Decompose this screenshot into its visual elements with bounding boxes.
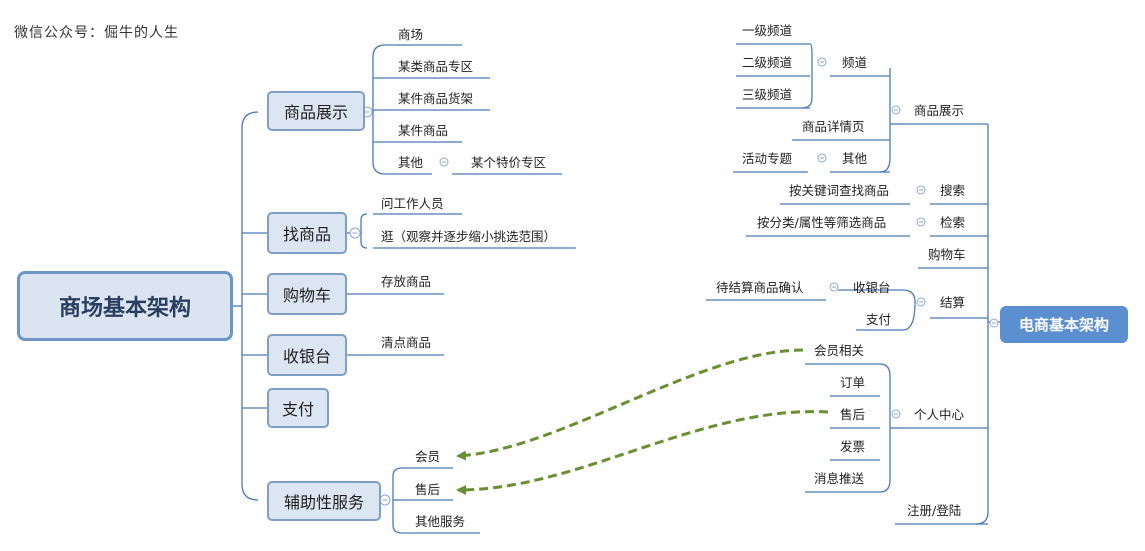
- leaf-other-services[interactable]: 其他服务: [415, 514, 466, 529]
- ec-leaf-after-sales[interactable]: 售后: [840, 407, 866, 422]
- leaf-category-zone[interactable]: 某类商品专区: [398, 59, 474, 74]
- ec-leaf-channel[interactable]: 频道: [842, 55, 868, 70]
- node-aux-services[interactable]: 辅助性服务: [267, 481, 381, 521]
- ec-leaf-pay[interactable]: 支付: [866, 312, 892, 327]
- leaf-mall[interactable]: 商场: [398, 27, 424, 42]
- ec-leaf-attribute-filter[interactable]: 按分类/属性等筛选商品: [757, 215, 887, 230]
- leaf-browse[interactable]: 逛（观察并逐步缩小挑选范围）: [381, 229, 557, 244]
- leaf-other[interactable]: 其他: [398, 155, 424, 170]
- ec-leaf-channel-level1[interactable]: 一级频道: [742, 23, 793, 38]
- ec-node-search[interactable]: 搜索: [940, 183, 966, 198]
- ec-leaf-channel-level2[interactable]: 二级频道: [742, 55, 793, 70]
- node-cart[interactable]: 购物车: [267, 273, 347, 315]
- leaf-after-sales[interactable]: 售后: [415, 482, 441, 497]
- leaf-single-product[interactable]: 某件商品: [398, 123, 449, 138]
- ec-node-personal-center[interactable]: 个人中心: [914, 407, 965, 422]
- root-node-mall[interactable]: 商场基本架构: [17, 271, 233, 341]
- ec-leaf-orders[interactable]: 订单: [840, 375, 866, 390]
- ec-leaf-campaign[interactable]: 活动专题: [742, 151, 793, 166]
- node-payment[interactable]: 支付: [267, 388, 329, 428]
- ec-leaf-other[interactable]: 其他: [842, 151, 868, 166]
- ec-leaf-product-detail[interactable]: 商品详情页: [802, 119, 865, 134]
- leaf-product-shelf[interactable]: 某件商品货架: [398, 91, 474, 106]
- leaf-ask-staff[interactable]: 问工作人员: [381, 196, 444, 211]
- watermark-text: 微信公众号：倔牛的人生: [14, 25, 179, 41]
- ec-leaf-member[interactable]: 会员相关: [814, 343, 865, 358]
- ec-node-checkout[interactable]: 结算: [940, 295, 966, 310]
- ec-leaf-confirm-items[interactable]: 待结算商品确认: [716, 280, 804, 295]
- node-find-product[interactable]: 找商品: [267, 212, 347, 254]
- ec-leaf-cashier[interactable]: 收银台: [853, 280, 891, 295]
- ec-leaf-notifications[interactable]: 消息推送: [814, 471, 865, 486]
- ec-leaf-keyword-search[interactable]: 按关键词查找商品: [789, 183, 890, 198]
- leaf-membership[interactable]: 会员: [415, 449, 441, 464]
- ec-node-product-display[interactable]: 商品展示: [914, 103, 965, 118]
- ec-leaf-channel-level3[interactable]: 三级频道: [742, 87, 793, 102]
- leaf-count-goods[interactable]: 清点商品: [381, 335, 432, 350]
- node-product-display[interactable]: 商品展示: [267, 91, 365, 131]
- ec-node-cart[interactable]: 购物车: [928, 247, 966, 262]
- ec-node-filter[interactable]: 检索: [940, 215, 966, 230]
- root-node-ecommerce[interactable]: 电商基本架构: [1000, 306, 1128, 343]
- leaf-store-goods[interactable]: 存放商品: [381, 274, 432, 289]
- ec-node-register-login[interactable]: 注册/登陆: [907, 503, 962, 518]
- node-checkout-counter[interactable]: 收银台: [267, 334, 347, 376]
- ec-leaf-invoice[interactable]: 发票: [840, 439, 866, 454]
- leaf-special-offer-zone[interactable]: 某个特价专区: [471, 155, 547, 170]
